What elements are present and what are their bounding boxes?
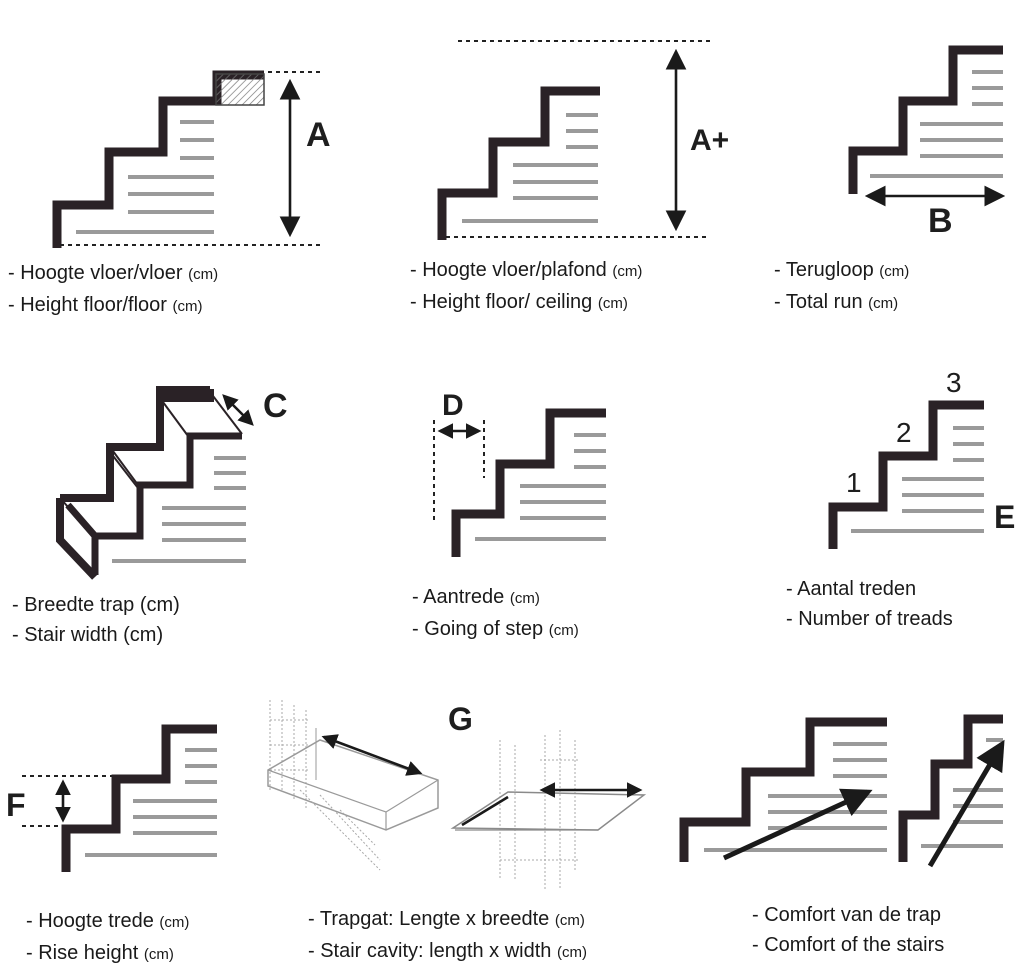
caption-floor-floor: - Hoogte vloer/vloer (cm) - Height floor…	[8, 262, 219, 316]
caption-rise: - Hoogte trede (cm) - Rise height (cm)	[26, 910, 190, 964]
label-a: A	[306, 116, 331, 154]
caption-going: - Aantrede (cm) - Going of step (cm)	[412, 586, 579, 640]
comfort-arrow-gentle	[722, 788, 873, 861]
label-f: F	[6, 787, 26, 823]
stair-shading	[475, 433, 606, 541]
tread-number-2: 2	[896, 417, 912, 448]
panel-floor-ceiling: A+	[437, 40, 729, 240]
caption-comfort: - Comfort van de trap - Comfort of the s…	[752, 904, 945, 956]
stair-outline	[437, 86, 600, 240]
stair-outline	[451, 408, 606, 557]
stair-shading	[462, 113, 598, 223]
stair-shading	[870, 70, 1003, 178]
landing-block	[215, 73, 265, 106]
label-a-plus: A+	[690, 124, 729, 157]
panel-comfort	[679, 714, 1005, 868]
stair-3d-outline	[56, 386, 243, 580]
label-b: B	[928, 202, 953, 240]
stair-outline-steep	[898, 714, 1003, 862]
caption-total-run: - Terugloop (cm) - Total run (cm)	[774, 259, 910, 313]
caption-treads: - Aantal treden - Number of treads	[786, 578, 953, 630]
label-c: C	[263, 387, 288, 425]
stair-outline	[828, 400, 984, 549]
stair-shading	[85, 748, 217, 857]
label-e: E	[994, 499, 1015, 535]
stair-shading	[112, 456, 246, 563]
panel-floor-floor: A	[52, 70, 331, 248]
caption-floor-ceiling: - Hoogte vloer/plafond (cm) - Height flo…	[410, 259, 643, 313]
caption-cavity: - Trapgat: Lengte x breedte (cm) - Stair…	[308, 908, 587, 962]
tread-number-1: 1	[846, 467, 862, 498]
stair-shading	[76, 120, 214, 234]
panel-rise: F	[6, 724, 217, 872]
stair-outline-gentle	[679, 717, 887, 862]
comfort-arrow-steep	[927, 739, 1005, 868]
tread-number-3: 3	[946, 367, 962, 398]
stair-outline	[848, 45, 1003, 194]
caption-stair-width: - Breedte trap (cm) - Stair width (cm)	[12, 594, 180, 646]
panel-treads: 1 2 3 E	[828, 367, 1015, 549]
stair-outline	[61, 724, 217, 872]
label-d: D	[442, 389, 464, 422]
cavity-sketch-right	[450, 730, 647, 890]
stair-shading	[851, 426, 984, 533]
panel-stair-width: C	[56, 386, 288, 580]
panel-total-run: B	[848, 45, 1006, 240]
label-g: G	[448, 701, 473, 737]
width-arrow	[222, 394, 254, 426]
panel-cavity: G	[267, 700, 647, 890]
panel-going: D	[433, 389, 606, 557]
cavity-sketch-left	[267, 700, 439, 871]
